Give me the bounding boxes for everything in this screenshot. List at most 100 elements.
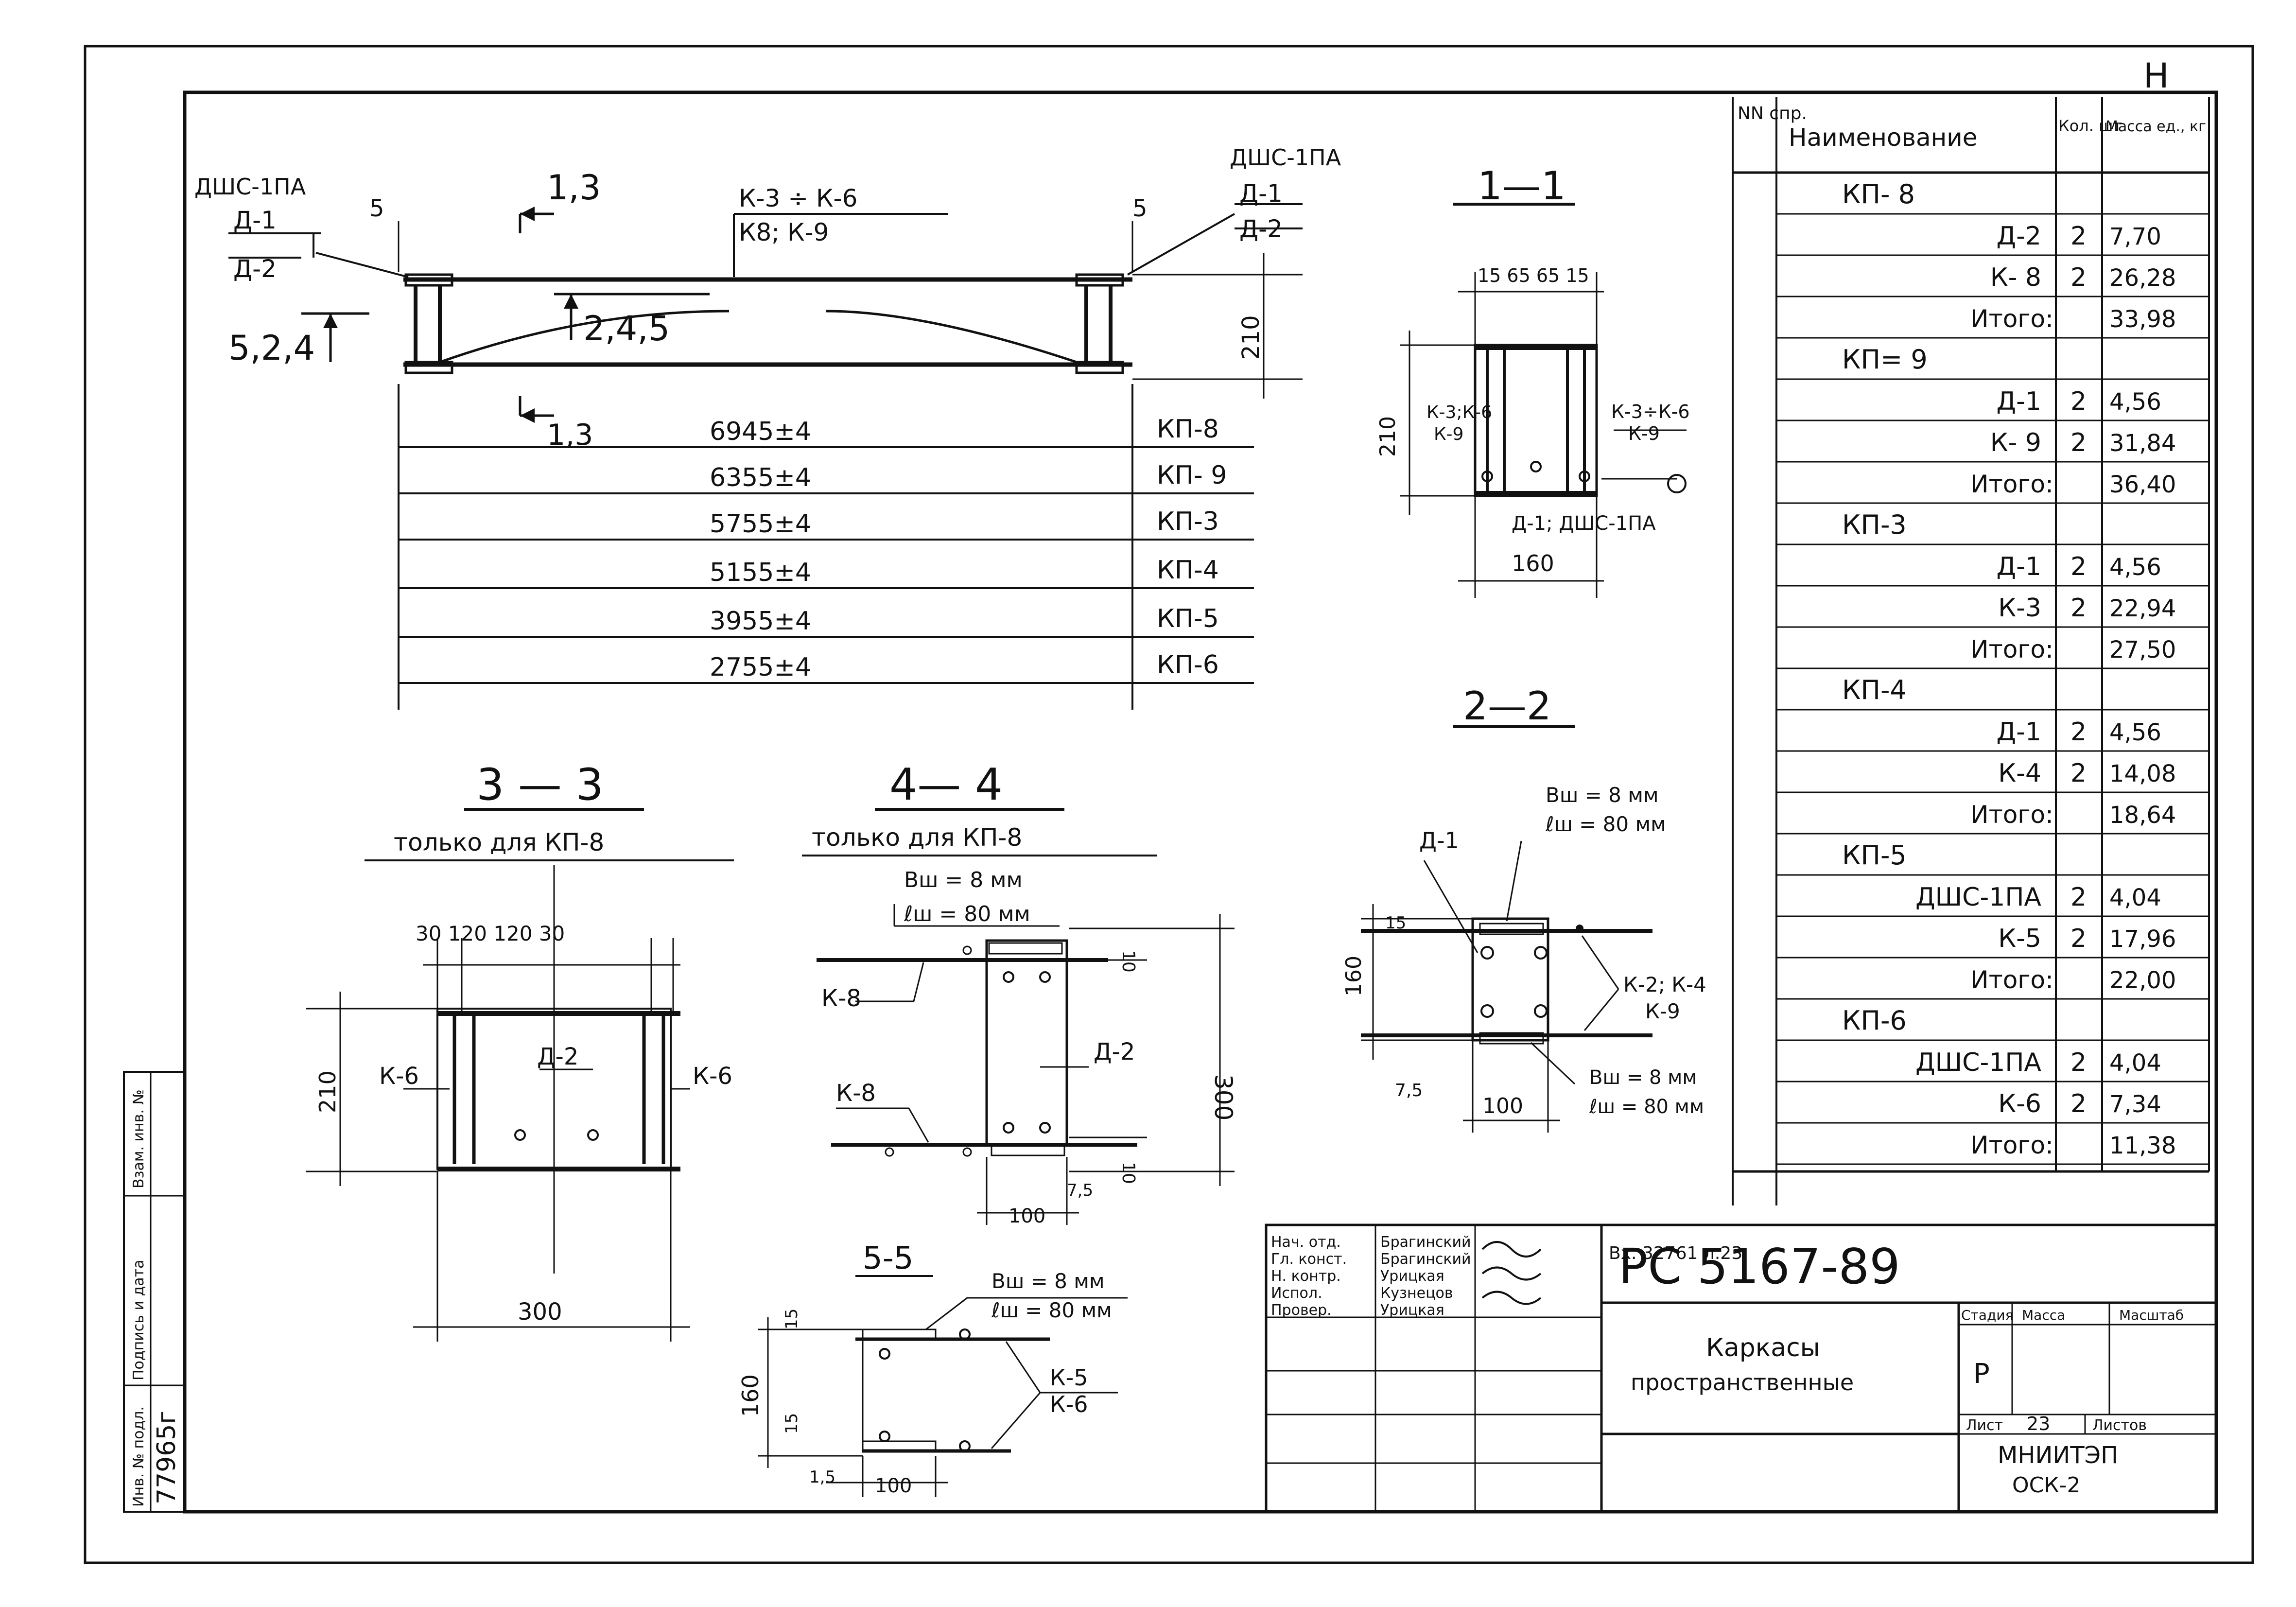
length-value-kp9: 6355±4 (710, 463, 811, 492)
spec-table-grid (1732, 97, 2210, 1205)
section-2-2 (1361, 725, 1652, 1133)
spec-group-name: КП-4 (1842, 675, 1907, 705)
spec-item-name: Д-1 (1997, 552, 2041, 581)
s44-lbl-d2: Д-2 (1094, 1038, 1135, 1066)
length-mark-kp3: КП-3 (1157, 507, 1219, 536)
spec-item-name: К-3 (1998, 594, 2041, 623)
length-mark-kp6: КП-6 (1157, 650, 1219, 680)
s22-lbl-right-1: К-2; К-4 (1623, 973, 1706, 996)
section-marker-1-3-top: 1,3 (547, 168, 601, 208)
s22-dim-7-5: 7,5 (1395, 1081, 1423, 1100)
s55-weld-1: Вш = 8 мм (991, 1269, 1105, 1293)
spec-item-name: ДШС-1ПА (1915, 1048, 2041, 1077)
spec-item-name: Д-1 (1997, 387, 2041, 416)
spec-group-name: КП-3 (1842, 509, 1907, 540)
left-strip-sign-label: Подпись и дата (130, 1260, 147, 1381)
stamp-note: Вх. 32761 л.23 (1609, 1243, 1742, 1263)
document-title-line-1: Каркасы (1706, 1333, 1820, 1362)
spec-item-qty: 2 (2070, 594, 2087, 623)
s11-lbl-left-2: К-9 (1434, 424, 1463, 444)
spec-total-label: Итого: (1970, 801, 2053, 829)
spec-item-qty: 2 (2070, 428, 2087, 457)
spec-item-name: К- 9 (1990, 428, 2041, 457)
s33-dims-top: 30 120 120 30 (416, 922, 565, 945)
tb-name-2: Урицкая (1380, 1268, 1444, 1285)
spec-total-mass: 22,00 (2109, 967, 2176, 994)
spec-total-label: Итого: (1970, 635, 2053, 664)
spec-total-label: Итого: (1970, 305, 2053, 333)
tb-role-0: Нач. отд. (1271, 1234, 1341, 1251)
s22-lbl-d1: Д-1 (1419, 827, 1459, 854)
section-2-2-labels: 2—2 Вш = 8 мм ℓш = 80 мм Д-1 160 15 К-2;… (1341, 683, 1706, 1118)
tb-name-1: Брагинский (1380, 1251, 1471, 1268)
spec-total-label: Итого: (1970, 966, 2053, 994)
s11-lbl-right-1: К-3÷К-6 (1611, 401, 1690, 422)
s33-lbl-left: К-6 (379, 1063, 419, 1090)
spec-item-qty: 2 (2070, 883, 2087, 912)
tb-sheet-value: 23 (2027, 1413, 2050, 1434)
s22-weld-bot-1: Вш = 8 мм (1589, 1066, 1697, 1089)
section-marker-2-4-5: 2,4,5 (583, 309, 670, 349)
spec-item-mass: 22,94 (2109, 595, 2176, 622)
length-value-kp6: 2755±4 (710, 653, 811, 682)
elev-right-top-label: ДШС-1ПА (1230, 144, 1341, 171)
s44-dim-w: 100 (1009, 1205, 1045, 1227)
s11-dim-h: 210 (1375, 416, 1400, 457)
tb-stage-header: Стадия (1961, 1307, 2013, 1323)
spec-item-mass: 17,96 (2109, 926, 2176, 953)
s22-dim-h: 160 (1341, 956, 1366, 996)
elev-right-mid-label: Д-1 (1239, 179, 1283, 208)
length-dim-lines (399, 446, 1254, 684)
spec-item-qty: 2 (2070, 759, 2087, 788)
elev-height-dim: 210 (1237, 315, 1265, 360)
section-1-1-labels: 1—1 15 65 65 15 210 160 К-3;К-6 К-9 К-3÷… (1375, 163, 1690, 576)
spec-item-name: К- 8 (1990, 263, 2041, 292)
spec-total-mass: 18,64 (2109, 802, 2176, 829)
s22-dim-w: 100 (1482, 1094, 1523, 1118)
s22-weld-bot-2: ℓш = 80 мм (1589, 1096, 1704, 1118)
s55-dim-w: 100 (875, 1475, 912, 1497)
s44-weld-1: Вш = 8 мм (904, 868, 1023, 892)
length-value-kp5: 3955±4 (710, 607, 811, 636)
tb-stage-value: Р (1973, 1358, 1990, 1390)
section-4-4-labels: 4— 4 только для КП-8 Вш = 8 мм ℓш = 80 м… (812, 759, 1237, 1227)
tb-role-1: Гл. конст. (1271, 1251, 1347, 1268)
signature-scribble (1481, 1241, 1542, 1305)
document-code: РС 5167-89 (1618, 1238, 1900, 1295)
length-value-kp4: 5155±4 (710, 558, 811, 587)
section-5-5 (758, 1275, 1128, 1497)
tb-org-1: МНИИТЭП (1998, 1442, 2118, 1469)
spec-item-qty: 2 (2070, 1048, 2087, 1077)
spec-item-mass: 14,08 (2109, 760, 2176, 787)
tb-name-0: Брагинский (1380, 1234, 1471, 1251)
tb-sheet-header: Лист (1966, 1417, 2003, 1434)
spec-group-name: КП-5 (1842, 840, 1907, 871)
tb-role-3: Испол. (1271, 1285, 1322, 1302)
s33-dim-h: 210 (314, 1070, 341, 1113)
section-marker-5-2-4: 5,2,4 (228, 328, 315, 368)
spec-item-mass: 4,56 (2109, 554, 2161, 581)
section-4-4 (802, 808, 1235, 1225)
left-strip-swap-label: Взам. инв. № (130, 1089, 147, 1188)
elev-left-bot-label: Д-2 (233, 255, 277, 283)
s33-lbl-right: К-6 (693, 1063, 732, 1090)
spec-item-mass: 4,56 (2109, 719, 2161, 746)
spec-item-mass: 4,04 (2109, 884, 2161, 911)
length-value-kp8: 6945±4 (710, 417, 811, 446)
section-3-3-title: 3 — 3 (476, 759, 604, 810)
elev-dim-5-left: 5 (369, 195, 384, 222)
spec-header-no: NN спр. (1738, 104, 1807, 123)
s44-dim-top-small: 10 (1118, 950, 1138, 973)
left-strip-inv-value: 77965г (152, 1411, 181, 1504)
s11-dims-top: 15 65 65 15 (1478, 265, 1589, 286)
length-mark-kp8: КП-8 (1157, 415, 1219, 444)
spec-total-label: Итого: (1970, 1131, 2053, 1159)
elev-right-bot-label: Д-2 (1239, 215, 1283, 243)
s33-lbl-center: Д-2 (537, 1043, 578, 1070)
spec-group-name: КП-6 (1842, 1005, 1907, 1036)
s55-lbl-k5: К-5 (1050, 1364, 1088, 1391)
spec-item-qty: 2 (2070, 1089, 2087, 1118)
spec-item-mass: 26,28 (2109, 264, 2176, 292)
spec-item-qty: 2 (2070, 717, 2087, 747)
